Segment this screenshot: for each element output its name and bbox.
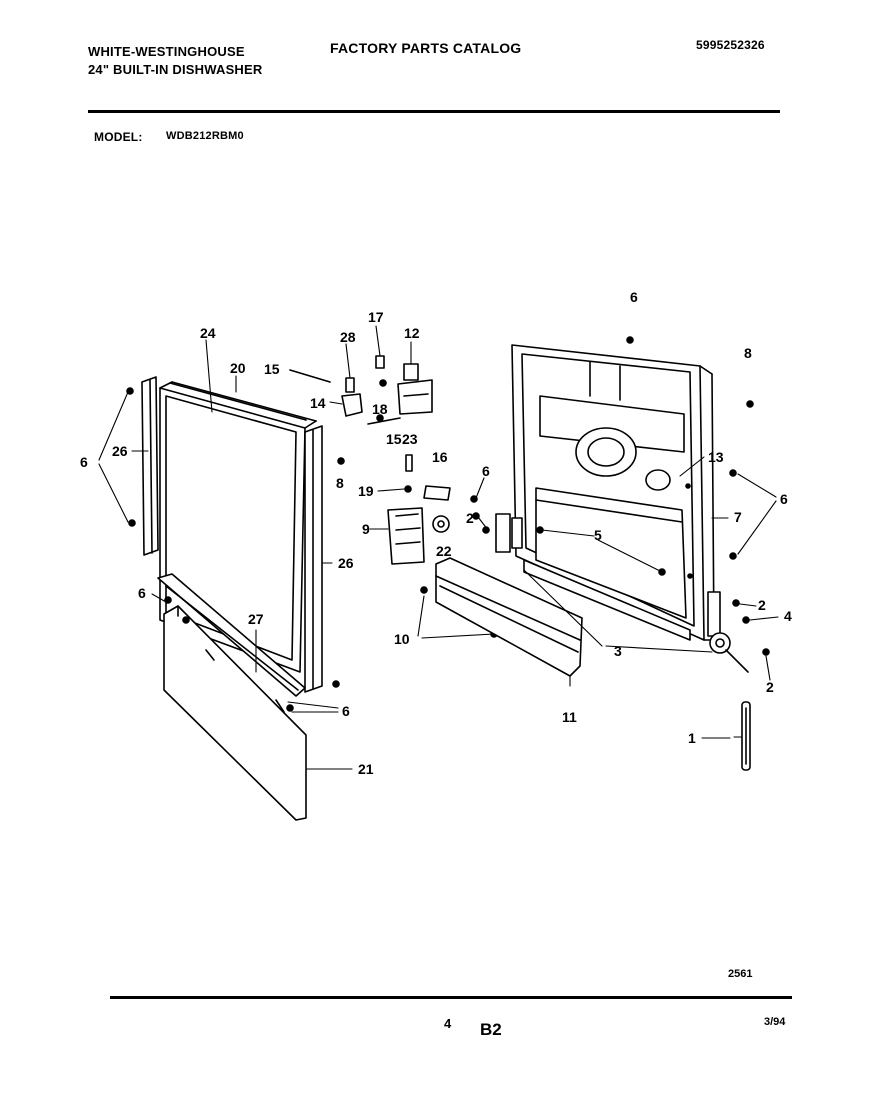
catalog-number: 5995252326 [696, 38, 765, 52]
section-code: B2 [480, 1020, 502, 1039]
callout-22: 22 [436, 543, 452, 559]
callout-2-right-upper: 2 [758, 597, 766, 613]
inner-door-bottom-channel [523, 559, 691, 641]
product-name: 24" BUILT-IN DISHWASHER [88, 62, 263, 77]
callout-6-lower: 6 [138, 585, 146, 601]
latch-components [289, 355, 490, 565]
callout-8-right: 8 [744, 345, 752, 361]
lower-trim-bar [435, 557, 583, 677]
callout-3: 3 [614, 643, 622, 659]
callout-17: 17 [368, 309, 384, 325]
door-hinge [707, 591, 770, 673]
catalog-title: FACTORY PARTS CATALOG [330, 40, 522, 56]
part-callouts: 24 20 15 28 17 12 14 18 23 15 16 19 9 22… [80, 289, 792, 777]
drawing-number: 2561 [728, 968, 753, 980]
callout-21: 21 [358, 761, 374, 777]
callout-1: 1 [688, 730, 696, 746]
callout-15-top: 15 [264, 361, 280, 377]
callout-9: 9 [362, 521, 370, 537]
access-panel [163, 605, 307, 821]
callout-6-left: 6 [80, 454, 88, 470]
callout-27: 27 [248, 611, 264, 627]
door-handle-strip [741, 701, 751, 771]
callout-10: 10 [394, 631, 410, 647]
right-door-trim [304, 425, 323, 693]
callout-11: 11 [562, 709, 577, 725]
callout-24-door: 24 [200, 325, 216, 341]
inner-door-frame [511, 344, 715, 641]
inner-door-side-bracket [495, 513, 523, 553]
callout-6-bottom: 6 [342, 703, 350, 719]
callout-4: 4 [784, 608, 792, 624]
callout-5: 5 [594, 527, 602, 543]
header-rule [88, 110, 780, 113]
leader-lines [98, 325, 779, 770]
callout-20-door: 20 [230, 360, 246, 376]
left-door-trim [141, 376, 159, 556]
callout-16: 16 [432, 449, 448, 465]
revision-date: 3/94 [764, 1016, 786, 1028]
callout-2-right-lower: 2 [766, 679, 774, 695]
inner-door-screws [420, 336, 754, 638]
callout-19: 19 [358, 483, 374, 499]
callout-14: 14 [310, 395, 326, 411]
model-value: WDB212RBM0 [166, 130, 244, 142]
callout-6-right: 6 [780, 491, 788, 507]
footer-rule [110, 996, 792, 999]
callout-7: 7 [734, 509, 742, 525]
callout-26-right: 26 [338, 555, 354, 571]
callout-15-mid: 15 [386, 431, 402, 447]
page-number: 4 [444, 1016, 452, 1031]
brand-name: WHITE-WESTINGHOUSE [88, 44, 245, 59]
callout-2-mid: 2 [466, 510, 474, 526]
door-screws [126, 387, 345, 712]
callout-23: 23 [402, 431, 418, 447]
callout-26-left: 26 [112, 443, 128, 459]
callout-13: 13 [708, 449, 724, 465]
bottom-door-trim [157, 573, 306, 697]
callout-8-left: 8 [336, 475, 344, 491]
model-label: MODEL: [94, 130, 143, 144]
callout-28: 28 [340, 329, 356, 345]
callout-6-mid: 6 [482, 463, 490, 479]
callout-18: 18 [372, 401, 388, 417]
callout-12: 12 [404, 325, 420, 341]
callout-6-top-right: 6 [630, 289, 638, 305]
